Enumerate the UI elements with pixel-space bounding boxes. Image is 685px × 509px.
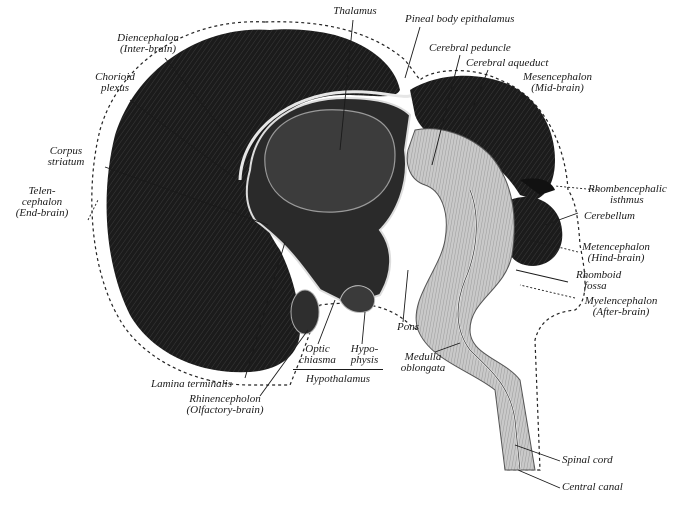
label-diencephalon: Diencephalon (Inter-brain) — [98, 33, 198, 55]
label-spinal-cord: Spinal cord — [562, 455, 613, 466]
label-hypophysis: Hypo- physis — [342, 344, 387, 366]
label-metencephalon: Metencephalon (Hind-brain) — [566, 242, 666, 264]
label-pineal-body: Pineal body epithalamus — [405, 14, 514, 25]
label-central-canal: Central canal — [562, 482, 623, 493]
label-thalamus: Thalamus — [330, 6, 380, 17]
label-optic-chiasma: Optic chiasma — [290, 344, 345, 366]
label-cerebellum: Cerebellum — [584, 211, 635, 222]
olfactory-bulb — [291, 290, 319, 334]
label-telencephalon: Telen- cephalon (End-brain) — [2, 186, 82, 219]
label-cerebral-aqueduct: Cerebral aqueduct — [466, 58, 548, 69]
label-corpus-striatum: Corpus striatum — [36, 146, 96, 168]
label-hypothalamus: Hypothalamus — [288, 374, 388, 385]
label-mesencephalon: Mesencephalon (Mid-brain) — [505, 72, 610, 94]
label-rhinencephalon: Rhinencepholon (Olfactory-brain) — [170, 394, 280, 416]
label-lamina-terminalis: Lamina terminalis — [151, 379, 232, 390]
label-medulla-oblongata: Medulla oblongata — [393, 352, 453, 374]
label-rhombencephalic-isthmus: Rhombencephalic isthmus — [588, 184, 667, 206]
label-myelencephalon: Myelencephalon (After-brain) — [571, 296, 671, 318]
thalamus-shape — [265, 110, 395, 212]
hypothalamus-bracket-line — [293, 369, 383, 370]
label-rhomboid-fossa: Rhomboid fossa — [576, 270, 621, 292]
label-pons: Pons — [397, 322, 419, 333]
label-cerebral-peduncle: Cerebral peduncle — [429, 43, 511, 54]
label-chorioid-plexus: Chorioid plexus — [85, 72, 145, 94]
